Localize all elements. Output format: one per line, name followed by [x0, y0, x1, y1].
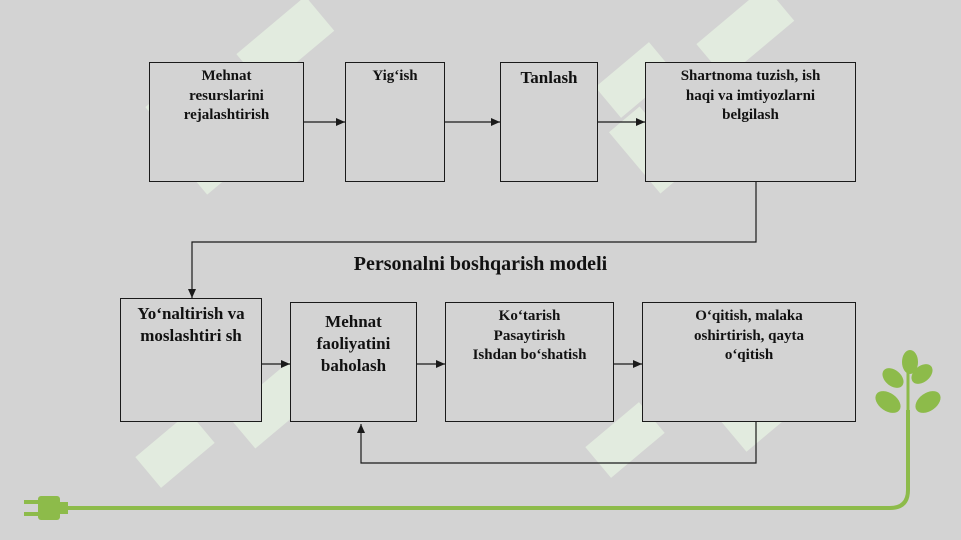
box4-line1: Shartnoma tuzish, ish	[680, 68, 821, 84]
arrow-4-5	[188, 182, 757, 298]
box-mehnat-faoliyatini-baholash: Mehnat faoliyatini baholash	[290, 302, 417, 422]
box6-line1: Mehnat	[325, 312, 382, 331]
box6-line3: baholash	[320, 356, 387, 376]
box7-line3: Ishdan bo‘shatish	[472, 347, 587, 363]
box-yonaltirish-moslashtirish: Yo‘naltirish va moslashtiri sh	[120, 298, 262, 422]
box-shartnoma-tuzish: Shartnoma tuzish, ish haqi va imtiyozlar…	[645, 62, 856, 182]
box2-line1: Yig‘ish	[372, 68, 418, 84]
box8-line1: O‘qitish, malaka	[695, 308, 803, 324]
box-oqitish-malaka-oshirish: O‘qitish, malaka oshirtirish, qayta o‘qi…	[642, 302, 856, 422]
box1-line3: rejalashtirish	[183, 107, 270, 123]
box-mehnat-resurslarini-rejalashtirish: Mehnat resurslarini rejalashtirish	[149, 62, 304, 182]
box1-line1: Mehnat	[201, 68, 252, 84]
box6-line2: faoliyatini	[316, 334, 391, 354]
box8-line3: o‘qitish	[724, 347, 774, 363]
arrow-8-6	[357, 422, 757, 464]
leaf-sprout-icon	[875, 350, 941, 413]
box8-line2: oshirtirish, qayta	[693, 327, 804, 344]
diagram-title: Personalni boshqarish modeli	[353, 253, 608, 275]
box5-line2: moslashtiri sh	[140, 326, 242, 346]
box-yigish: Yig‘ish	[345, 62, 445, 182]
box3-line1: Tanlash	[520, 68, 578, 87]
box7-line1: Ko‘tarish	[498, 308, 561, 324]
box1-line2: resurslarini	[189, 87, 264, 104]
box4-line3: belgilash	[722, 107, 779, 123]
plug-icon	[24, 496, 68, 520]
box7-line2: Pasaytirish	[493, 327, 566, 344]
box4-line2: haqi va imtiyozlarni	[685, 87, 816, 104]
box-tanlash: Tanlash	[500, 62, 598, 182]
box-kotarish-pasaytirish-ishdan-boshatish: Ko‘tarish Pasaytirish Ishdan bo‘shatish	[445, 302, 614, 422]
box5-line1: Yo‘naltirish va	[137, 304, 245, 323]
cable-line	[60, 410, 910, 510]
